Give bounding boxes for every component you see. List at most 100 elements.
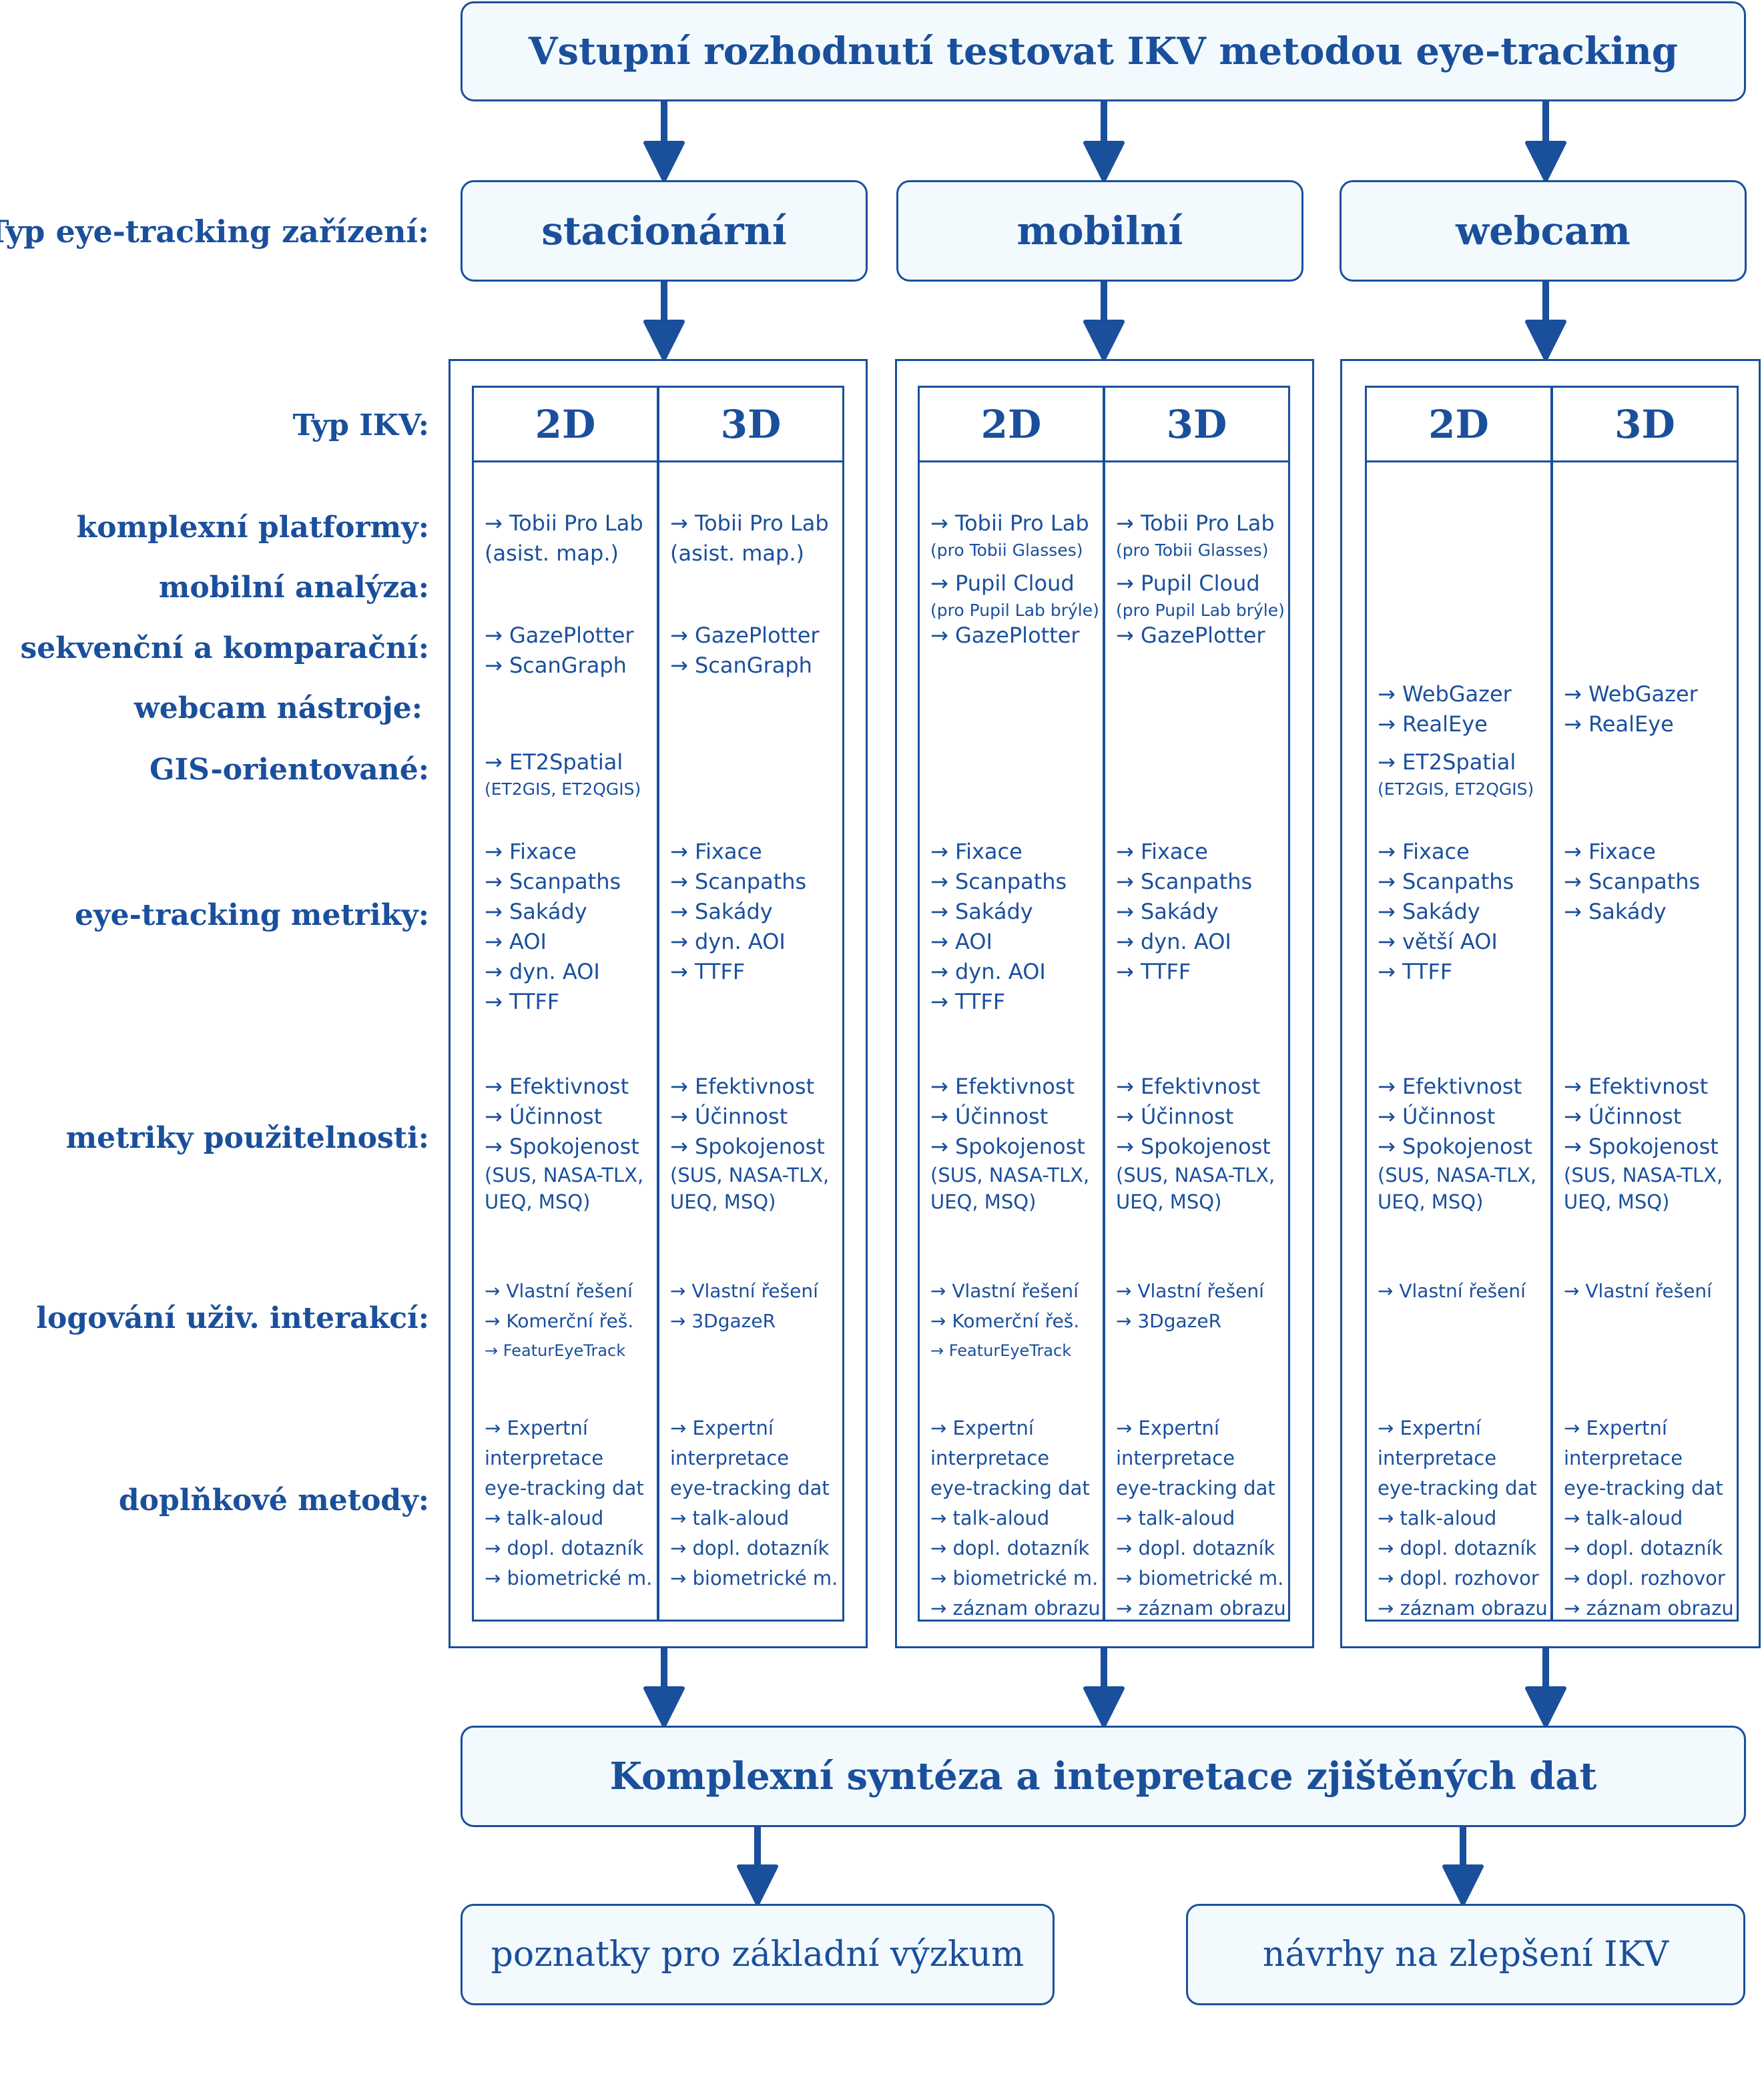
cell-line: → Fixace [1378, 839, 1470, 864]
cell-line: → Efektivnost [930, 1074, 1075, 1099]
cell-note: (pro Tobii Glasses) [1116, 541, 1269, 560]
cell-line: → dyn. AOI [485, 959, 600, 984]
cell-note: (SUS, NASA-TLX, [485, 1164, 644, 1186]
cell-line: → 3DgazeR [670, 1310, 776, 1332]
cell-line: → dyn. AOI [1116, 929, 1231, 954]
cell-line: → Vlastní řešení [1378, 1280, 1526, 1302]
cell-line: → ScanGraph [670, 653, 812, 678]
cell-line: → Expertní [670, 1417, 774, 1439]
cell-line: → Účinnost [1116, 1104, 1234, 1129]
cell-line: → větší AOI [1378, 929, 1498, 954]
cell-line: → Tobii Pro Lab [1116, 510, 1275, 536]
cell-note: UEQ, MSQ) [670, 1190, 776, 1213]
cell-line: → Efektivnost [1564, 1074, 1709, 1099]
cell-line: → FeaturEyeTrack [930, 1341, 1072, 1360]
cell-line: → Sakády [930, 899, 1033, 924]
cell-line: → ScanGraph [485, 653, 627, 678]
row-label-logging: logování uživ. interakcí: [36, 1301, 429, 1335]
cell-metrics: → Fixace→ Scanpaths→ Sakády→ AOI→ dyn. A… [485, 837, 654, 1017]
cell-line: → Tobii Pro Lab [930, 510, 1089, 536]
cell-line: → talk-aloud [1378, 1507, 1497, 1529]
cell-line: → Vlastní řešení [485, 1280, 633, 1302]
cell-line: eye-tracking dat [1564, 1477, 1723, 1499]
cell-line: → Vlastní řešení [930, 1280, 1079, 1302]
cell-line: → Sakády [1116, 899, 1219, 924]
cell-line: → dopl. dotazník [670, 1537, 830, 1560]
cell-note: UEQ, MSQ) [930, 1190, 1037, 1213]
cell-line: → WebGazer [1378, 681, 1512, 707]
arrow-to-frame-0-head [643, 320, 685, 361]
cell-line: → Sakády [670, 899, 773, 924]
cell-line: → WebGazer [1564, 681, 1698, 707]
cell-metrics: → Fixace→ Scanpaths→ Sakády→ větší AOI→ … [1378, 837, 1548, 987]
cell-logging: → Vlastní řešení→ Komerční řeš.→ FeaturE… [485, 1276, 654, 1366]
device-webcam-text: webcam [1456, 208, 1631, 254]
cell-line: → záznam obrazu [1116, 1597, 1286, 1620]
cell-line: → Scanpaths [930, 869, 1067, 894]
cell-webcam-tools: → WebGazer→ RealEye [1564, 679, 1734, 739]
cell-note: (SUS, NASA-TLX, [1116, 1164, 1275, 1186]
column-webcam-3d: 3D→ WebGazer→ RealEye→ Fixace→ Scanpaths… [1551, 386, 1739, 1622]
cell-line: → GazePlotter [1116, 623, 1265, 648]
cell-line: interpretace [1116, 1447, 1235, 1469]
cell-line: → Spokojenost [485, 1134, 639, 1159]
cell-line: (asist. map.) [670, 541, 804, 566]
cell-line: → Spokojenost [930, 1134, 1085, 1159]
cell-line: → talk-aloud [485, 1507, 604, 1529]
cell-line: → biometrické m. [670, 1567, 838, 1590]
cell-sequential: → GazePlotter→ ScanGraph [670, 621, 840, 681]
column-header: 2D [1367, 388, 1550, 462]
device-mobile-box: mobilní [896, 180, 1303, 282]
cell-line: → RealEye [1378, 711, 1488, 737]
cell-usability: → Efektivnost→ Účinnost→ Spokojenost(SUS… [485, 1072, 654, 1215]
column-webcam-2d: 2D→ WebGazer→ RealEye→ ET2Spatial(ET2GIS… [1365, 386, 1552, 1622]
cell-line: → Sakády [1378, 899, 1480, 924]
cell-mobile: → Pupil Cloud(pro Pupil Lab brýle) [930, 569, 1100, 623]
cell-line: → Fixace [930, 839, 1022, 864]
cell-line: interpretace [1564, 1447, 1683, 1469]
cell-note: UEQ, MSQ) [1116, 1190, 1222, 1213]
device-type-label: Typ eye-tracking zařízení: [0, 214, 429, 250]
cell-platforms: → Tobii Pro Lab(pro Tobii Glasses) [930, 508, 1100, 563]
column-mobilní-3d: 3D→ Tobii Pro Lab(pro Tobii Glasses)→ Pu… [1103, 386, 1290, 1622]
cell-line: → Vlastní řešení [1116, 1280, 1264, 1302]
cell-mobile: → Pupil Cloud(pro Pupil Lab brýle) [1116, 569, 1285, 623]
cell-line: interpretace [485, 1447, 604, 1469]
cell-line: → talk-aloud [930, 1507, 1050, 1529]
cell-line: → Expertní [1116, 1417, 1219, 1439]
cell-line: → TTFF [485, 989, 560, 1014]
cell-line: interpretace [670, 1447, 790, 1469]
cell-metrics: → Fixace→ Scanpaths→ Sakády [1564, 837, 1734, 927]
cell-sequential: → GazePlotter→ ScanGraph [485, 621, 654, 681]
cell-line: → Efektivnost [1116, 1074, 1261, 1099]
arrow-to-frame-1-head [1083, 320, 1125, 361]
column-stacionární-2d: 2D→ Tobii Pro Lab(asist. map.)→ GazePlot… [472, 386, 659, 1622]
synthesis-box: Komplexní syntéza a intepretace zjištěný… [461, 1726, 1746, 1827]
cell-line: → Spokojenost [1116, 1134, 1271, 1159]
cell-line: → Sakády [485, 899, 587, 924]
output-research-box: poznatky pro základní výzkum [461, 1904, 1055, 2005]
cell-line: → FeaturEyeTrack [485, 1341, 626, 1360]
cell-usability: → Efektivnost → Účinnost → Spokojenost (SUS… [1116, 1072, 1285, 1215]
cell-line: eye-tracking dat [485, 1477, 644, 1499]
cell-note: UEQ, MSQ) [1564, 1190, 1670, 1213]
row-label-mobile: mobilní analýza: [158, 571, 429, 605]
cell-note: UEQ, MSQ) [485, 1190, 591, 1213]
row-label-gis: GIS-orientované: [149, 753, 429, 787]
cell-line: → Pupil Cloud [930, 571, 1075, 596]
device-stationary-box: stacionární [461, 180, 868, 282]
arrow-to-synthesis-0-head [643, 1686, 685, 1728]
cell-line: → Účinnost [1564, 1104, 1682, 1129]
cell-sequential: → GazePlotter [930, 621, 1100, 651]
cell-line: → záznam obrazu [930, 1597, 1101, 1620]
arrow-to-frame-2-head [1525, 320, 1566, 361]
cell-line: → Scanpaths [1564, 869, 1701, 894]
cell-line: → TTFF [1116, 959, 1191, 984]
cell-line: → záznam obrazu [1564, 1597, 1734, 1620]
cell-line: → Efektivnost [485, 1074, 629, 1099]
